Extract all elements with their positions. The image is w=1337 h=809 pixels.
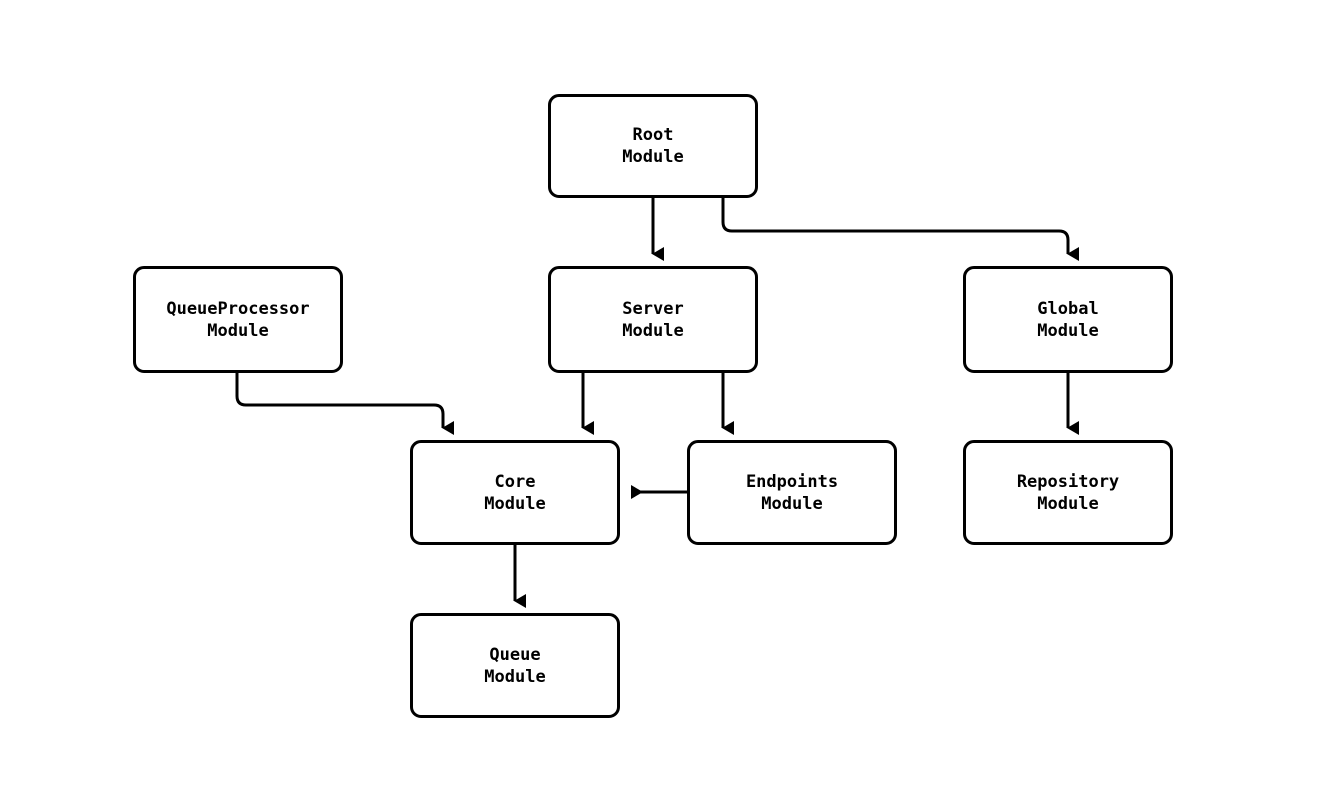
- node-root-module[interactable]: Root Module: [548, 94, 758, 198]
- node-core-module-label-line1: Core: [494, 471, 536, 492]
- node-queueprocessor-module[interactable]: QueueProcessor Module: [133, 266, 343, 373]
- node-queue-module-label-line1: Queue: [489, 644, 541, 665]
- node-repository-module-label-line2: Module: [1037, 493, 1099, 514]
- node-core-module[interactable]: Core Module: [410, 440, 620, 545]
- node-queueprocessor-module-label-line2: Module: [207, 320, 269, 341]
- node-endpoints-module-label-line1: Endpoints: [745, 471, 839, 492]
- node-queue-module[interactable]: Queue Module: [410, 613, 620, 718]
- node-server-module-label-line2: Module: [622, 320, 684, 341]
- node-core-module-label-line2: Module: [484, 493, 546, 514]
- node-server-module-label-line1: Server: [622, 298, 684, 319]
- node-global-module-label-line2: Module: [1037, 320, 1099, 341]
- node-repository-module-label-line1: Repository: [1016, 471, 1120, 492]
- node-endpoints-module-label-line2: Module: [761, 493, 823, 514]
- node-global-module-label-line1: Global: [1037, 298, 1099, 319]
- edge-queueprocessor-to-core: [235, 373, 454, 435]
- node-global-module[interactable]: Global Module: [963, 266, 1173, 373]
- node-root-module-label-line1: Root: [632, 125, 674, 145]
- node-root-module-label-line2: Module: [622, 147, 684, 167]
- node-queue-module-label-line2: Module: [484, 666, 546, 687]
- node-queueprocessor-module-label-line1: QueueProcessor: [166, 298, 310, 319]
- edge-root-to-global: [721, 198, 1079, 261]
- node-endpoints-module[interactable]: Endpoints Module: [687, 440, 897, 545]
- node-server-module[interactable]: Server Module: [548, 266, 758, 373]
- node-repository-module[interactable]: Repository Module: [963, 440, 1173, 545]
